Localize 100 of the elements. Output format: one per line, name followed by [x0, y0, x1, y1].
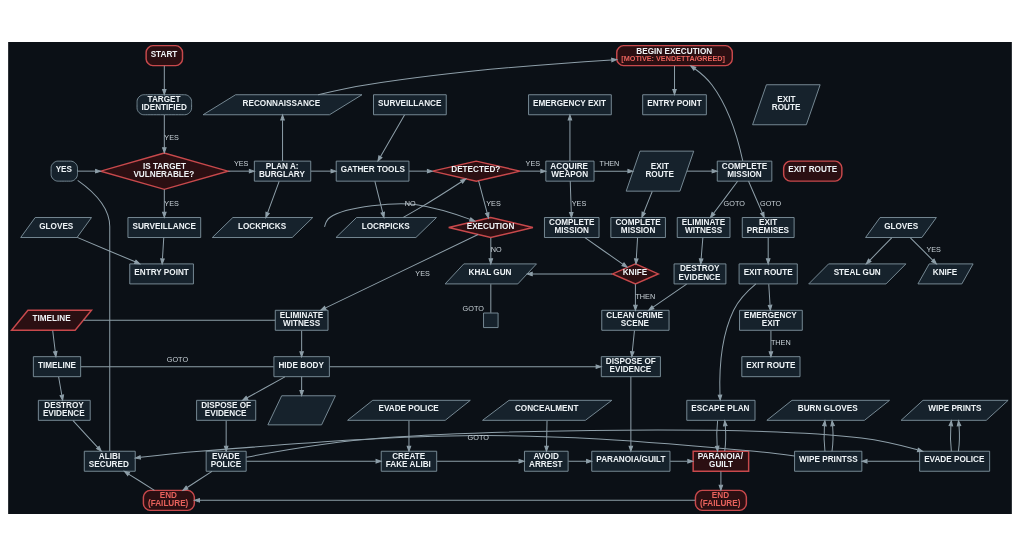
- arrow: [162, 114, 167, 154]
- node-box: EVADE POLICE: [919, 450, 991, 472]
- arrow: [717, 283, 757, 401]
- node-box: CREATE FAKE ALIBI: [380, 450, 438, 472]
- edge-label: NO: [490, 245, 502, 255]
- node-box: TARGET IDENTIFIED: [136, 94, 193, 116]
- arrow: [377, 114, 405, 162]
- arrow: [567, 114, 573, 162]
- arrow: [765, 237, 771, 265]
- node-box: HIDE BODY: [273, 356, 330, 378]
- connector: [83, 319, 276, 321]
- node-box: DESTROY EVIDENCE: [673, 263, 727, 285]
- arrow: [633, 283, 638, 311]
- connector: [80, 366, 275, 368]
- arrow: [526, 271, 613, 277]
- arrow: [72, 420, 102, 452]
- node-box: START: [145, 44, 184, 67]
- arrow: [324, 203, 476, 228]
- node-box: ACQUIRE WEAPON: [545, 160, 595, 182]
- node-box: EXIT ROUTE: [782, 160, 843, 182]
- arrow: [162, 65, 167, 95]
- arrow: [317, 57, 618, 96]
- arrow: [669, 459, 694, 464]
- node-box: WIPE PRINTSS: [794, 450, 863, 472]
- edge-label: GOTO: [723, 199, 745, 209]
- edge-label: YES: [415, 268, 430, 278]
- arrow: [630, 330, 635, 358]
- arrow: [280, 114, 285, 162]
- edge-label: YES: [525, 159, 541, 169]
- arrow: [245, 429, 924, 458]
- arrow: [865, 237, 893, 265]
- arrow: [77, 168, 102, 174]
- node-box: [483, 312, 499, 328]
- arrow: [822, 420, 827, 452]
- edge-label: NO: [404, 199, 416, 209]
- arrow: [569, 180, 574, 218]
- arrow: [299, 330, 304, 358]
- arrow: [436, 459, 525, 464]
- node-parallelogram: [267, 395, 336, 426]
- node-box: END (FAILURE): [142, 489, 196, 512]
- node-box: END (FAILURE): [694, 489, 748, 512]
- node-box: DESTROY EVIDENCE: [37, 399, 91, 421]
- arrow: [519, 168, 547, 174]
- node-box: ALIBI SECURED: [83, 450, 136, 472]
- arrow: [698, 237, 704, 265]
- node-box: COMPLETE MISSION: [544, 217, 600, 238]
- arrow: [182, 470, 213, 491]
- arrow: [227, 168, 255, 174]
- arrow: [628, 376, 634, 452]
- arrow: [374, 180, 385, 218]
- arrow: [162, 189, 167, 218]
- arrow: [593, 168, 634, 174]
- arrow: [320, 234, 479, 311]
- edge-label: GOTO: [760, 199, 782, 209]
- arrow: [544, 420, 549, 452]
- node-box: EXIT ROUTE: [738, 263, 798, 285]
- arrow: [861, 459, 921, 464]
- arrow: [478, 180, 490, 219]
- arrow: [748, 180, 765, 218]
- node-box: ELIMINATE WITNESS: [676, 217, 731, 238]
- arrow: [567, 459, 593, 464]
- arrow: [310, 168, 337, 174]
- arrow: [58, 376, 65, 401]
- arrow: [402, 178, 467, 218]
- arrow: [767, 283, 773, 311]
- arrow: [948, 420, 954, 452]
- arrow: [193, 498, 696, 503]
- arrow: [909, 237, 937, 265]
- node-box: EVADE POLICE: [205, 450, 247, 472]
- node-box: DISPOSE OF EVIDENCE: [600, 356, 661, 378]
- node-diamond: IS TARGET VULNERABLE?: [98, 152, 231, 191]
- node-box: TIMELINE: [32, 356, 82, 378]
- node-box: EMERGENCY EXIT: [528, 94, 612, 116]
- node-box: ELIMINATE WITNESS: [274, 309, 329, 331]
- node-box: ESCAPE PLAN: [686, 399, 756, 421]
- arrow: [134, 435, 796, 460]
- edge-label: YES: [486, 199, 501, 209]
- node-box: EMERGENCY EXIT: [739, 309, 803, 331]
- arrow: [672, 65, 677, 95]
- arrow: [76, 236, 141, 265]
- edge-label: YES: [926, 245, 941, 255]
- arrow: [488, 237, 494, 265]
- arrow: [648, 283, 688, 311]
- arrow: [299, 376, 304, 397]
- arrow: [52, 330, 58, 358]
- node-box: CLEAN CRIME SCENE: [601, 309, 670, 331]
- node-box: DISPOSE OF EVIDENCE: [196, 399, 257, 421]
- arrow: [768, 330, 774, 358]
- edge-label: GOTO: [166, 354, 189, 364]
- edge-label: YES: [571, 199, 587, 209]
- node-box: ENTRY POINT: [642, 94, 707, 116]
- arrow: [329, 364, 602, 369]
- node-box: EXIT PREMISES: [741, 217, 795, 238]
- edge-label: YES: [233, 159, 249, 169]
- arrow: [709, 180, 739, 218]
- arrow: [718, 471, 724, 491]
- arrow: [956, 420, 962, 452]
- node-box: BEGIN EXECUTION [MOTIVE: VENDETTA/GREED]: [616, 44, 733, 67]
- node-box: AVOID ARREST: [524, 450, 569, 472]
- arrow: [634, 237, 639, 265]
